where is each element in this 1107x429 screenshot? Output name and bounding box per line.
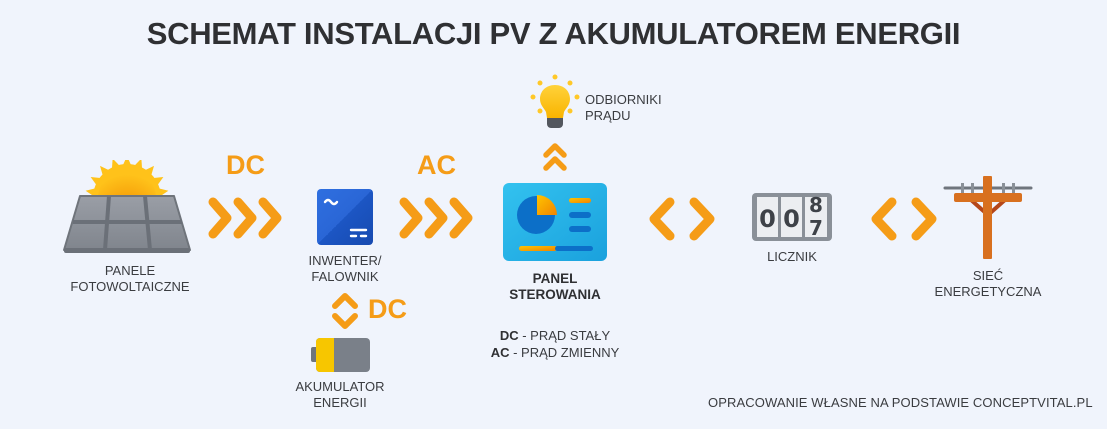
- triple-chevron-right-icon: [398, 196, 480, 240]
- inverter-label: INWENTER/ FALOWNIK: [308, 253, 382, 284]
- double-chevron-up-icon: [541, 140, 569, 174]
- legend-dc: DC - PRĄD STAŁY: [499, 328, 611, 343]
- dc-flow-label: DC: [226, 150, 265, 180]
- ac-flow-label: AC: [417, 150, 456, 180]
- pv-panels-label: PANELE FOTOWOLTAICZNE: [70, 263, 190, 294]
- meter-digit-rolling: 8: [809, 193, 823, 217]
- dc-battery-flow-label: DC: [368, 294, 407, 324]
- dashboard-icon: [503, 183, 607, 261]
- diagram-title: SCHEMAT INSTALACJI PV Z AKUMULATOREM ENE…: [146, 16, 961, 51]
- inverter-node: [316, 188, 374, 246]
- triple-chevron-right-icon: [207, 196, 289, 240]
- battery-icon: [311, 338, 370, 372]
- solar-panel-icon: [63, 160, 191, 253]
- pv-panels-node: [62, 160, 192, 255]
- battery-node: [311, 337, 371, 373]
- vertical-bidirectional-chevron-icon: [331, 291, 359, 331]
- consumers-node: [527, 73, 583, 135]
- lightbulb-icon: [530, 74, 580, 128]
- control-panel-node: [502, 182, 608, 262]
- meter-digit: 7: [809, 216, 823, 240]
- meter-icon: 0 0 8 7: [752, 193, 832, 241]
- consumers-label: ODBIORNIKI PRĄDU: [585, 92, 662, 123]
- grid-node: [942, 175, 1034, 259]
- legend: DC - PRĄD STAŁY AC - PRĄD ZMIENNY: [470, 327, 640, 361]
- legend-ac: AC - PRĄD ZMIENNY: [490, 345, 620, 360]
- meter-label: LICZNIK: [767, 249, 817, 264]
- meter-digit: 0: [783, 205, 800, 233]
- inverter-icon: [317, 189, 373, 245]
- control-panel-label: PANEL STEROWANIA: [509, 271, 601, 302]
- power-pole-icon: [943, 176, 1033, 259]
- grid-label: SIEĆ ENERGETYCZNA: [934, 268, 1042, 299]
- horizontal-bidirectional-chevron-icon: [870, 196, 938, 242]
- meter-digit: 0: [759, 205, 776, 233]
- battery-label: AKUMULATOR ENERGII: [295, 379, 385, 410]
- meter-node: 0 0 8 7: [752, 193, 832, 241]
- source-credit: OPRACOWANIE WŁASNE NA PODSTAWIE CONCEPTV…: [708, 395, 1093, 410]
- horizontal-bidirectional-chevron-icon: [648, 196, 716, 242]
